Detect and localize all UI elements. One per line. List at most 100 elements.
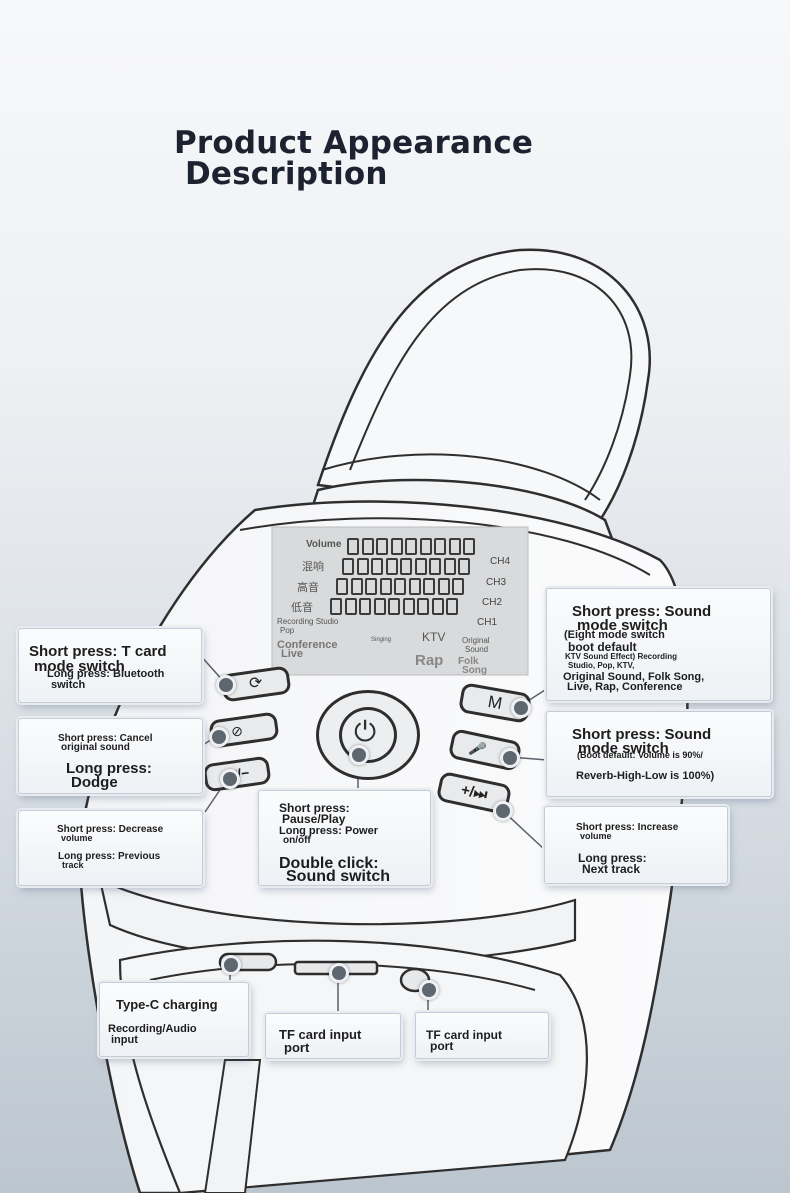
microphone-icon: 🎤 [467, 738, 489, 759]
lcd-row-treble: 高音 [297, 582, 319, 594]
callout-text: KTV Sound Effect) Recording [565, 652, 677, 661]
lcd-segment [448, 538, 461, 555]
lcd-segment [446, 598, 458, 615]
lcd-segment [385, 558, 398, 575]
lcd-segment [419, 538, 432, 555]
callout-text: Reverb-High-Low is 100%) [576, 770, 715, 782]
power-button[interactable]: ⏻ [316, 690, 420, 780]
lcd-segment [400, 558, 412, 575]
callout-text: port [284, 1040, 310, 1055]
callout-increase-volume: Short press: Increase volume Long press:… [544, 806, 728, 884]
lcd-row-bass: 低音 [291, 602, 313, 614]
callout-text: Long press: Bluetooth [47, 668, 165, 680]
lcd-segment [417, 598, 429, 615]
lcd-segment [408, 578, 421, 595]
callout-text: Live, Rap, Conference [567, 681, 683, 693]
lcd-panel [271, 526, 529, 676]
callout-text: Long press: [578, 851, 647, 865]
callout-text: switch [51, 679, 86, 691]
lcd-ch1: CH1 [477, 617, 498, 628]
callout-text: track [62, 860, 84, 870]
lcd-ch2: CH2 [482, 597, 503, 608]
lcd-segment [390, 538, 403, 555]
lcd-mode-pop: Pop [280, 626, 295, 635]
lcd-ch3: CH3 [486, 577, 507, 588]
callout-text: Short press: Sound [572, 603, 712, 620]
callout-text: (Boot default: Volume is 90%/ [577, 750, 703, 760]
lcd-volume-label: Volume [306, 539, 342, 550]
lcd-segment [452, 578, 464, 595]
lcd-segment [365, 578, 377, 595]
lcd-ch4: CH4 [490, 556, 511, 567]
lcd-mode-conference: Conference [277, 639, 338, 651]
lcd-mode-live: Live [281, 648, 304, 660]
lcd-mode-singing: Singing [371, 637, 392, 643]
callout-text: Long press: Previous [58, 851, 161, 862]
callout-text: Long press: [66, 760, 152, 777]
callout-tcard-mode: Short press: T card mode switch Long pre… [18, 628, 202, 703]
callout-cancel-original: Short press: Cancel original sound Long … [18, 718, 203, 794]
lcd-segment [437, 578, 450, 595]
lcd-segment [347, 538, 359, 555]
callout-text: volume [580, 831, 612, 841]
lcd-segment [376, 538, 388, 555]
lcd-segment [414, 558, 427, 575]
callout-type-c: Type-C charging Recording/Audio input [99, 982, 249, 1057]
callout-text: boot default [568, 640, 637, 654]
callout-decrease-volume: Short press: Decrease volume Long press:… [18, 810, 203, 886]
lcd-row-reverb: 混响 [302, 561, 324, 573]
callout-text: Short press: Increase [576, 822, 679, 833]
callout-text: Studio, Pop, KTV, [568, 661, 635, 670]
marker-dot [349, 745, 369, 765]
lcd-segment [431, 598, 444, 615]
callout-text: mode switch [578, 740, 669, 757]
callout-text: Short press: Decrease [57, 824, 164, 835]
marker-dot [493, 801, 513, 821]
page-title: Product Appearance Description [174, 128, 533, 190]
lcd-mode-ktv: KTV [422, 630, 446, 644]
callout-tf-card-2: TF card input port [415, 1012, 549, 1059]
marker-dot [329, 963, 349, 983]
lcd-segment [361, 538, 374, 555]
callout-text: Dodge [71, 774, 118, 791]
callout-power: Short press: Pause/Play Long press: Powe… [258, 790, 431, 886]
mode-m-icon: M [486, 691, 504, 714]
lcd-segment [356, 558, 369, 575]
callout-text: (Eight mode switch [564, 629, 665, 641]
power-icon: ⏻ [354, 716, 377, 747]
callout-text: Short press: T card [29, 643, 167, 660]
marker-dot [511, 698, 531, 718]
callout-text: input [111, 1034, 138, 1046]
lcd-segment [463, 538, 475, 555]
lcd-mode-folk: Folk [458, 656, 479, 667]
lcd-mode-recording-studio: Recording Studio [277, 617, 339, 626]
lcd-segment [330, 598, 342, 615]
lcd-segment [342, 558, 354, 575]
callout-text: on/off [283, 835, 311, 846]
lcd-segment [371, 558, 383, 575]
marker-dot [216, 675, 236, 695]
marker-dot [221, 955, 241, 975]
lcd-segment [350, 578, 363, 595]
callout-text: mode switch [577, 617, 668, 634]
marker-dot [500, 748, 520, 768]
callout-text: Pause/Play [282, 812, 346, 826]
marker-dot [220, 769, 240, 789]
refresh-icon: ⟳ [248, 674, 264, 693]
callout-text: Long press: Power [279, 825, 379, 837]
callout-text: TF card input [279, 1027, 362, 1042]
callout-text: TF card input [426, 1028, 502, 1042]
lcd-segment [443, 558, 456, 575]
callout-text: Short press: Sound [572, 726, 712, 743]
callout-text: mode switch [34, 658, 125, 675]
lcd-mode-sound: Sound [465, 645, 489, 654]
title-line-1: Product Appearance [174, 125, 534, 161]
vocal-cancel-icon: ⊘ [230, 722, 244, 740]
lcd-mode-rap: Rap [415, 652, 444, 669]
lcd-segment [405, 538, 417, 555]
callout-text: Short press: [279, 801, 350, 815]
port-plate [118, 939, 588, 1193]
callout-text: original sound [61, 742, 130, 753]
lcd-segment [344, 598, 357, 615]
callout-sound-mode-2: Short press: Sound mode switch (Boot def… [546, 711, 772, 797]
